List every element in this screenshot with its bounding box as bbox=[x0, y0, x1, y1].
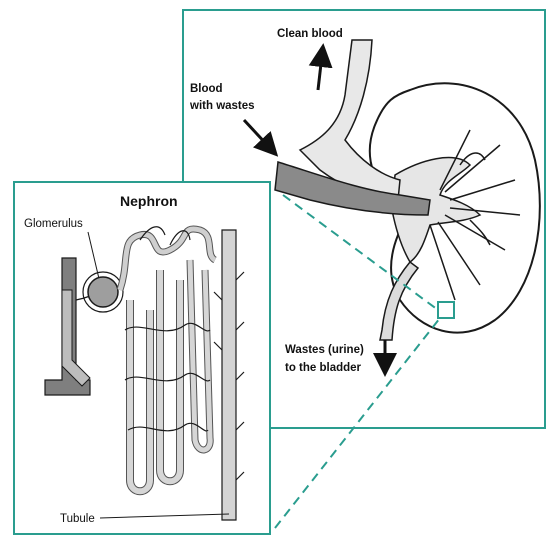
tubule-label: Tubule bbox=[60, 513, 95, 525]
wastes-label-line2: to the bladder bbox=[285, 362, 362, 374]
clean-blood-arrow bbox=[318, 55, 322, 90]
clean-blood-label: Clean blood bbox=[277, 28, 343, 40]
glomerulus bbox=[88, 277, 118, 307]
blood-label-line1: Blood bbox=[190, 83, 223, 95]
blood-wastes-arrow bbox=[244, 120, 270, 148]
glomerulus-label: Glomerulus bbox=[24, 218, 83, 230]
wastes-label-line1: Wastes (urine) bbox=[285, 344, 364, 356]
nephron-title: Nephron bbox=[120, 193, 178, 209]
blood-label-line2: with wastes bbox=[189, 100, 255, 112]
